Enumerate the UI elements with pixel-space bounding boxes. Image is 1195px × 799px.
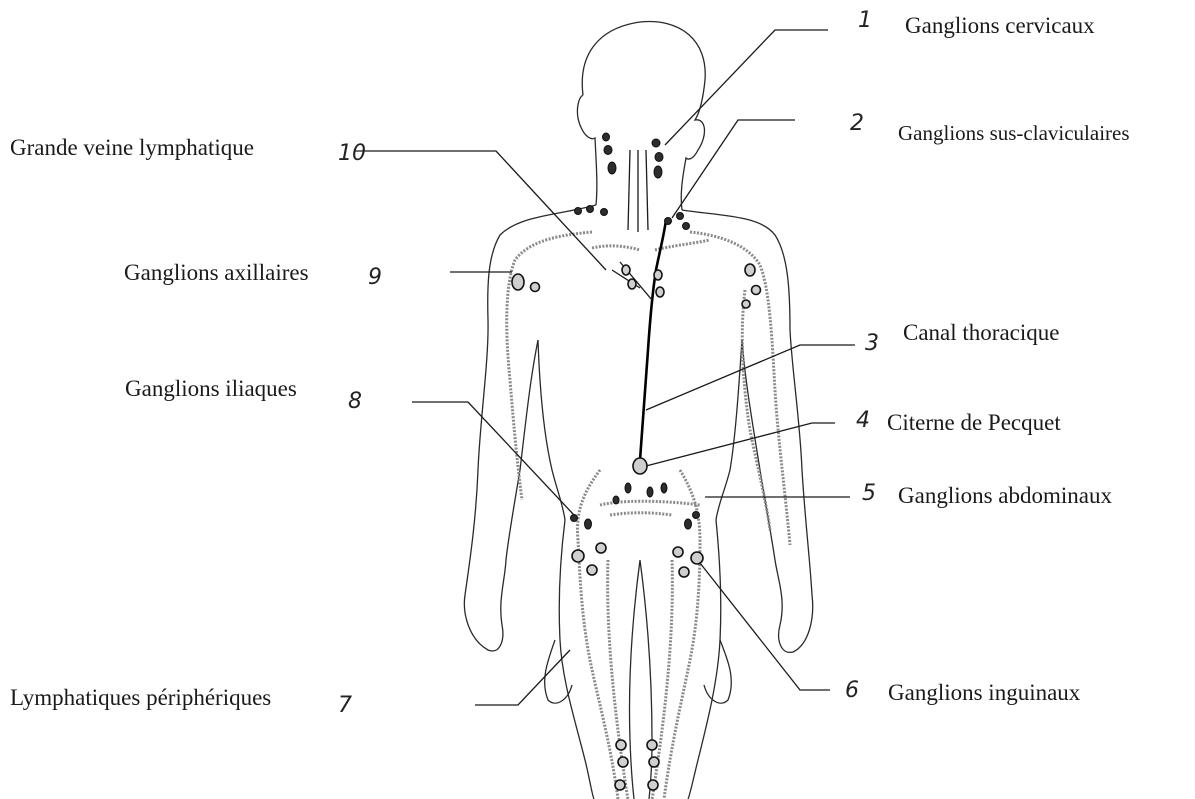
supraclavicular-node	[677, 213, 684, 220]
leader-lines	[355, 30, 855, 705]
thoracic-node	[654, 270, 662, 280]
right-arm-vessel	[690, 232, 790, 545]
popliteal-node	[618, 757, 628, 767]
label-9-number: 9	[368, 265, 382, 290]
label-1-text: Ganglions cervicaux	[905, 13, 1095, 38]
leader-2	[672, 120, 795, 218]
label-4-number: 4	[856, 408, 870, 433]
iliac-node	[571, 515, 578, 522]
abdominal-node	[613, 496, 619, 504]
abdominal-node	[625, 483, 631, 493]
leader-4	[646, 423, 835, 466]
label-2-number: 2	[850, 111, 864, 136]
neck-vessels	[628, 150, 648, 232]
inguinal-node	[596, 543, 606, 553]
supraclavicular-node	[601, 209, 608, 216]
right-hand	[704, 640, 731, 703]
abdominal-node	[647, 487, 653, 497]
label-2-text: Ganglions sus-claviculaires	[898, 121, 1130, 145]
cervical-node	[654, 166, 662, 178]
cervical-node	[652, 139, 660, 147]
axillary-node	[512, 274, 524, 290]
cervical-node	[603, 133, 610, 141]
iliac-node	[685, 519, 692, 529]
thoracic-node	[628, 279, 636, 289]
label-10-number: 10	[338, 141, 366, 166]
inguinal-node	[587, 565, 597, 575]
popliteal-node	[615, 780, 625, 790]
leader-1	[665, 30, 828, 145]
right-arm-vessel-inner	[742, 290, 770, 530]
head-outline-left	[577, 95, 596, 205]
cervical-node	[608, 162, 616, 174]
label-8-number: 8	[348, 389, 362, 414]
lymphatic-vessels	[507, 232, 790, 799]
cervical-node	[655, 153, 663, 162]
torso-right	[716, 340, 742, 520]
supraclavicular-node	[665, 218, 672, 225]
axillary-node	[752, 286, 761, 295]
inguinal-node	[691, 552, 703, 564]
lymph-nodes	[512, 133, 761, 790]
popliteal-node	[647, 740, 657, 750]
iliac-node	[693, 512, 700, 519]
label-6-number: 6	[845, 678, 859, 703]
axillary-node	[745, 264, 755, 276]
label-3-text: Canal thoracique	[903, 320, 1059, 345]
popliteal-node	[648, 780, 658, 790]
abdominal-node	[661, 483, 667, 493]
label-9-text: Ganglions axillaires	[124, 260, 309, 285]
inguinal-node	[673, 547, 683, 557]
popliteal-node	[649, 757, 659, 767]
label-1-number: 1	[858, 8, 872, 33]
axillary-node	[531, 283, 540, 292]
labels: 1 Ganglions cervicaux 2 Ganglions sus-cl…	[10, 8, 1130, 718]
label-6-text: Ganglions inguinaux	[888, 680, 1081, 705]
torso-left	[538, 340, 565, 520]
label-8-text: Ganglions iliaques	[125, 376, 297, 401]
cervical-node	[604, 146, 612, 155]
label-5-number: 5	[862, 481, 876, 506]
supraclavicular-node	[587, 206, 594, 213]
axillary-node	[742, 300, 750, 308]
subclavian-vessels	[592, 240, 710, 250]
supraclavicular-node	[683, 223, 690, 230]
right-leg-vessel	[664, 470, 700, 799]
leader-3	[646, 345, 855, 410]
leader-7	[475, 650, 570, 705]
thoracic-duct	[640, 220, 666, 460]
label-3-number: 3	[865, 331, 879, 356]
thoracic-node	[656, 287, 664, 297]
thoracic-duct-system	[612, 150, 666, 460]
label-5-text: Ganglions abdominaux	[898, 483, 1112, 508]
supraclavicular-node	[575, 208, 582, 215]
popliteal-node	[616, 740, 626, 750]
label-7-text: Lymphatiques périphériques	[10, 685, 271, 710]
left-leg-vessel	[577, 470, 618, 799]
inguinal-node	[572, 550, 584, 562]
label-10-text: Grande veine lymphatique	[10, 135, 254, 160]
body-outline	[464, 22, 812, 799]
head-outline	[582, 22, 705, 210]
right-shoulder-arm	[682, 210, 813, 652]
label-7-number: 7	[338, 693, 352, 718]
inguinal-node	[679, 567, 689, 577]
iliac-node	[585, 519, 592, 529]
cisterna-chyli-node	[633, 458, 647, 474]
label-4-text: Citerne de Pecquet	[887, 410, 1061, 435]
thoracic-node	[622, 265, 630, 275]
